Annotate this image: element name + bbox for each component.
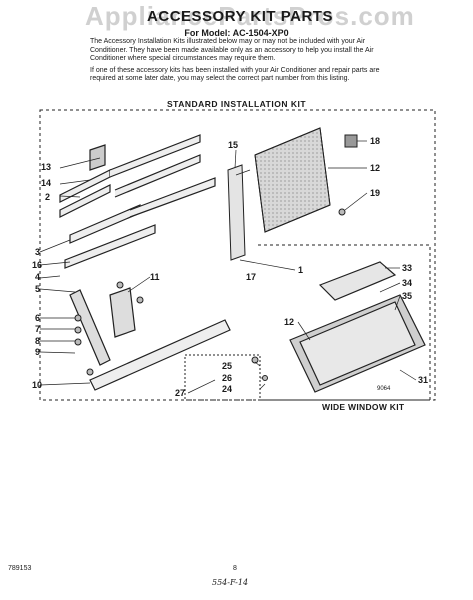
diagram-code: 9064 <box>377 386 391 392</box>
callout-34: 34 <box>402 278 413 288</box>
callout-13: 13 <box>41 162 52 172</box>
hardware-box <box>184 354 261 401</box>
callout-35: 35 <box>402 291 413 301</box>
angle-bracket-parts <box>59 134 216 269</box>
callout-7: 7 <box>35 324 41 334</box>
document-number: 789153 <box>8 565 32 572</box>
callout-15: 15 <box>228 140 239 150</box>
callout-8: 8 <box>35 336 41 346</box>
wide-window-kit-heading: WIDE WINDOW KIT <box>322 402 405 412</box>
watermark: AppliancePartsPros.com <box>85 1 415 31</box>
foam-panel <box>254 127 331 233</box>
callout-3: 3 <box>35 247 41 257</box>
callout-27: 27 <box>175 388 186 398</box>
callout-2: 2 <box>45 192 51 202</box>
callout-12-tray: 12 <box>284 317 295 327</box>
wide-window-tray <box>289 261 426 393</box>
callout-31: 31 <box>418 375 429 385</box>
callout-25: 25 <box>222 361 233 371</box>
callout-5: 5 <box>35 284 41 294</box>
leader-lines <box>39 140 417 394</box>
page-title: ACCESSORY KIT PARTS <box>147 8 333 25</box>
handwritten-note: 554-F-14 <box>212 578 249 587</box>
standard-kit-frame <box>39 109 436 401</box>
callout-18: 18 <box>370 136 381 146</box>
callout-12-panel: 12 <box>370 163 381 173</box>
vertical-channel <box>227 164 246 261</box>
callout-17: 17 <box>246 272 257 282</box>
callout-11: 11 <box>150 272 160 282</box>
wide-kit-frame <box>258 244 431 401</box>
callout-1: 1 <box>298 265 304 275</box>
callout-19: 19 <box>370 188 381 198</box>
callout-26: 26 <box>222 373 233 383</box>
callout-6: 6 <box>35 313 41 323</box>
callout-14: 14 <box>41 178 52 188</box>
callout-24: 24 <box>222 384 233 394</box>
callout-10: 10 <box>32 380 43 390</box>
model-number: For Model: AC-1504-XP0 <box>184 28 289 38</box>
standard-kit-heading: STANDARD INSTALLATION KIT <box>166 99 307 109</box>
callout-4: 4 <box>35 272 41 282</box>
page-number: 8 <box>233 565 237 572</box>
callout-9: 9 <box>35 347 41 357</box>
callout-16: 16 <box>32 260 43 270</box>
support-leg-parts <box>69 287 231 391</box>
intro-paragraph-1: The Accessory Installation Kits illustra… <box>90 38 374 63</box>
callout-33: 33 <box>402 263 413 273</box>
intro-paragraph-2: If one of these accessory kits has been … <box>90 66 380 83</box>
screws <box>74 134 358 381</box>
intro-text: The Accessory Installation Kits illustra… <box>90 38 380 87</box>
